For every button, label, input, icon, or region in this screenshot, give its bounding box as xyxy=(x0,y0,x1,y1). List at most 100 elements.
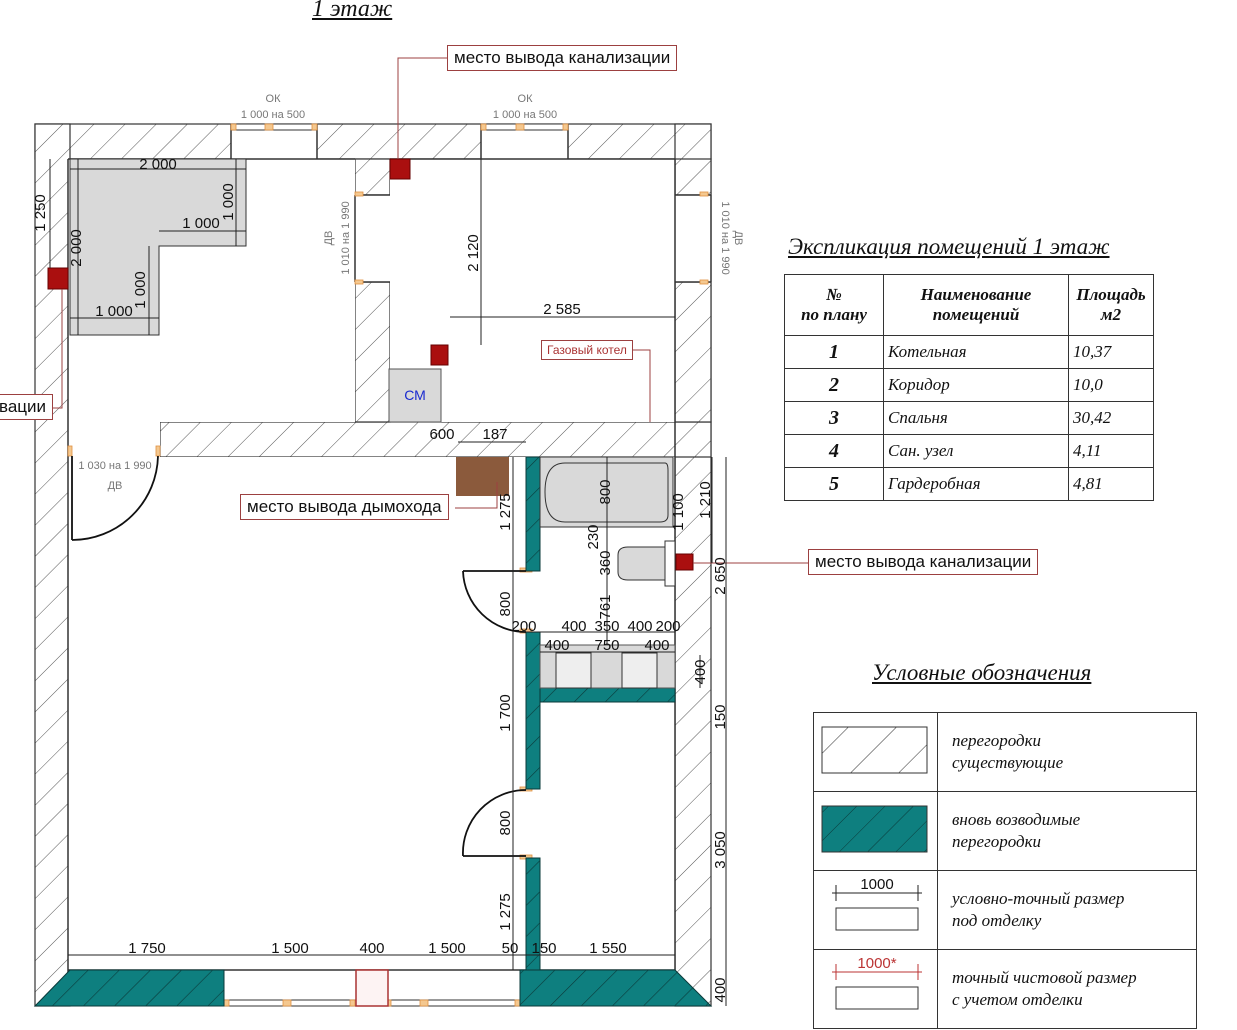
sewer-marker xyxy=(389,158,411,180)
kitchen-counter xyxy=(69,158,247,336)
dim-label: 400 xyxy=(692,659,709,684)
room-area: 30,42 xyxy=(1068,401,1154,435)
dimension-labels: 2 000 1 000 1 000 1 000 2 000 1 000 1 25… xyxy=(32,156,729,1003)
dim-label: 400 xyxy=(561,618,586,635)
room-area: 4,81 xyxy=(1068,467,1154,501)
dim-label: 1 000 xyxy=(220,183,237,221)
legend-title: Условные обозначения xyxy=(872,660,1092,685)
plan-title: 1 этаж xyxy=(312,0,393,22)
window-size: 1 000 на 500 xyxy=(493,109,557,121)
dim-label: 800 xyxy=(497,810,514,835)
room-name: Спальня xyxy=(883,401,1069,435)
room-num: 5 xyxy=(784,467,884,501)
dim-label: 1 100 xyxy=(670,493,687,531)
room-area: 4,11 xyxy=(1068,434,1154,468)
dim-label: 150 xyxy=(712,704,729,729)
room-name: Гардеробная xyxy=(883,467,1069,501)
dim-label: 400 xyxy=(359,940,384,957)
legend-symbol-new xyxy=(813,791,938,871)
opening-labels: ОК 1 000 на 500 ОК 1 000 на 500 ДВ 1 010… xyxy=(78,93,744,492)
door-size: 1 030 на 1 990 xyxy=(78,460,151,472)
dim-label: 1 000 xyxy=(95,303,133,320)
sewer-marker xyxy=(675,553,694,571)
door-size: 1 010 на 1 990 xyxy=(719,201,731,274)
toilet xyxy=(617,540,676,587)
room-num: 4 xyxy=(784,434,884,468)
window-label: ОК xyxy=(266,93,282,105)
dim-label: 400 xyxy=(712,977,729,1002)
dim-label: 2 650 xyxy=(712,557,729,595)
dim-label: 1 750 xyxy=(128,940,166,957)
dim-label: 1 210 xyxy=(697,481,714,519)
vent-shaft xyxy=(355,969,389,1007)
dim-label: 2 585 xyxy=(543,301,581,318)
dim-label: 800 xyxy=(497,591,514,616)
callout-gas-boiler: Газовый котел xyxy=(541,340,633,360)
dim-label: 360 xyxy=(597,550,614,575)
dim-label: 230 xyxy=(585,524,602,549)
washing-machine-label: СМ xyxy=(404,387,426,403)
chimney-outlet xyxy=(456,457,509,496)
dim-label: 150 xyxy=(531,940,556,957)
dim-label: 1 250 xyxy=(32,194,49,232)
callout-chimney: место вывода дымохода xyxy=(240,494,449,520)
door-label: ДВ xyxy=(732,231,744,246)
dim-label: 761 xyxy=(597,594,614,619)
dim-label: 1 500 xyxy=(271,940,309,957)
header-name: Наименование помещений xyxy=(883,274,1069,336)
legend-symbol-dim: 1000 xyxy=(813,870,938,950)
dim-label: 600 xyxy=(429,426,454,443)
dim-label: 3 050 xyxy=(712,831,729,869)
sewer-marker xyxy=(430,344,449,366)
explication-table: № по плану Наименование помещений Площад… xyxy=(784,274,1154,501)
callout-sewer-right: место вывода канализации xyxy=(808,549,1039,575)
door-size: 1 010 на 1 990 xyxy=(340,201,352,274)
header-area: Площадь м2 xyxy=(1068,274,1154,336)
dim-label: 400 xyxy=(627,618,652,635)
room-area: 10,37 xyxy=(1068,335,1154,369)
dim-label: 1 000 xyxy=(132,271,149,309)
dim-label: 1 275 xyxy=(497,893,514,931)
room-num: 3 xyxy=(784,401,884,435)
window-label: ОК xyxy=(518,93,534,105)
explication-title: Экспликация помещений 1 этаж xyxy=(788,234,1110,259)
dim-label: 2 000 xyxy=(68,229,85,267)
washing-machine xyxy=(388,368,442,423)
dim-label: 750 xyxy=(594,637,619,654)
new-walls xyxy=(33,456,713,1007)
dim-label: 800 xyxy=(597,479,614,504)
dim-label: 1 500 xyxy=(428,940,466,957)
dim-label: 400 xyxy=(644,637,669,654)
dim-label: 200 xyxy=(655,618,680,635)
dim-label: 1 700 xyxy=(497,694,514,732)
door-label: ДВ xyxy=(108,480,123,492)
dim-label: 1 550 xyxy=(589,940,627,957)
sewer-marker xyxy=(47,267,69,290)
dim-label: 350 xyxy=(594,618,619,635)
dim-label: 2 000 xyxy=(139,156,177,173)
legend-sample: 1000* xyxy=(857,955,896,972)
dim-label: 50 xyxy=(502,940,519,957)
table-header-row: № по плану Наименование помещений Площад… xyxy=(784,274,1154,336)
room-name: Котельная xyxy=(883,335,1069,369)
dim-label: 400 xyxy=(544,637,569,654)
dim-label: 2 120 xyxy=(465,234,482,272)
window-size: 1 000 на 500 xyxy=(241,109,305,121)
dim-label: 187 xyxy=(482,426,507,443)
legend-symbol-dim-exact: 1000* xyxy=(813,949,938,1029)
room-name: Коридор xyxy=(883,368,1069,402)
callout-sewer-top: место вывода канализации xyxy=(447,45,678,71)
